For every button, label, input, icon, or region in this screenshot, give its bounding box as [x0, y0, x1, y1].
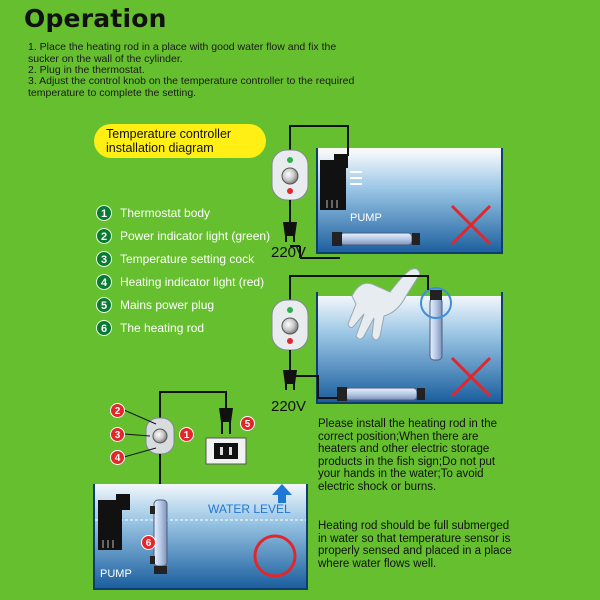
callout-1: 1 — [179, 427, 194, 442]
tank-bottom — [93, 484, 308, 590]
pump-label-bottom: PUMP — [100, 568, 132, 580]
callout-3: 3 — [110, 427, 125, 442]
water-level-up-arrow-icon — [272, 484, 292, 503]
legend-number: 1 — [96, 205, 112, 221]
heating-rod-vertical-middle — [429, 297, 443, 361]
controller-bottom — [123, 391, 247, 500]
heat-light-middle-icon — [287, 338, 293, 344]
legend-item-3: 3 Temperature setting cock — [96, 250, 254, 268]
tank-middle-water — [317, 296, 502, 402]
knob-top-icon — [281, 167, 299, 185]
tank-top-rim — [317, 148, 502, 154]
callout-2: 2 — [110, 403, 125, 418]
knob-middle-icon — [281, 317, 299, 335]
legend-label: Temperature setting cock — [120, 252, 255, 266]
hand-icon — [347, 268, 421, 341]
power-light-middle-icon — [287, 307, 293, 313]
legend-label: Thermostat body — [120, 206, 211, 220]
heating-rod-vertical-bottom — [153, 499, 168, 567]
heating-rod-horizontal-top — [339, 232, 413, 246]
instruction-1: 1. Place the heating rod in a place with… — [28, 41, 337, 65]
legend-number: 5 — [96, 297, 112, 313]
voltage-label-top: 220V — [271, 244, 307, 261]
submerge-note: Heating rod should be full submerged in … — [318, 520, 512, 570]
legend-number: 6 — [96, 320, 112, 336]
legend-label: Heating indicator light (red) — [120, 275, 265, 289]
legend-number: 3 — [96, 251, 112, 267]
plug-top-icon — [283, 222, 297, 236]
sensor-highlight-icon — [420, 287, 452, 319]
power-light-top-icon — [287, 157, 293, 163]
legend-label: Mains power plug — [120, 298, 215, 312]
heating-rod-horizontal-middle — [344, 387, 418, 401]
tank-top — [316, 148, 503, 254]
flow-arrows-icon — [350, 171, 362, 185]
instruction-2: 2. Plug in the thermostat. — [28, 64, 145, 76]
legend-item-4: 4 Heating indicator light (red) — [96, 273, 264, 291]
wrong-cross-icon-middle — [450, 356, 492, 398]
warning-note: Please install the heating rod in the co… — [318, 418, 498, 493]
tank-middle — [316, 268, 503, 404]
correct-circle-icon — [253, 534, 297, 578]
diagram-title-pill: Temperature controller installation diag… — [94, 124, 266, 158]
legend-number: 4 — [96, 274, 112, 290]
legend-label: Power indicator light (green) — [120, 229, 271, 243]
pump-label-top: PUMP — [350, 212, 382, 224]
page-title: Operation — [24, 4, 167, 33]
legend-item-2: 2 Power indicator light (green) — [96, 227, 270, 245]
knob-bottom-icon — [152, 428, 168, 444]
legend-item-5: 5 Mains power plug — [96, 296, 214, 314]
callout-4: 4 — [110, 450, 125, 465]
controller-middle — [271, 275, 429, 399]
controller-top — [271, 125, 349, 259]
legend-item-6: 6 The heating rod — [96, 319, 204, 337]
water-level-label: WATER LEVEL — [208, 502, 291, 516]
plug-bottom-icon — [219, 408, 233, 422]
heat-light-top-icon — [287, 188, 293, 194]
pump-top-icon — [320, 160, 346, 210]
voltage-label-middle: 220V — [271, 398, 307, 415]
instruction-3: 3. Adjust the control knob on the temper… — [28, 75, 355, 99]
legend-item-1: 1 Thermostat body — [96, 204, 210, 222]
legend-number: 2 — [96, 228, 112, 244]
plug-middle-icon — [283, 370, 297, 384]
wrong-cross-icon-top — [450, 204, 492, 246]
legend-label: The heating rod — [120, 321, 205, 335]
callout-5: 5 — [240, 416, 255, 431]
callout-6: 6 — [141, 535, 156, 550]
